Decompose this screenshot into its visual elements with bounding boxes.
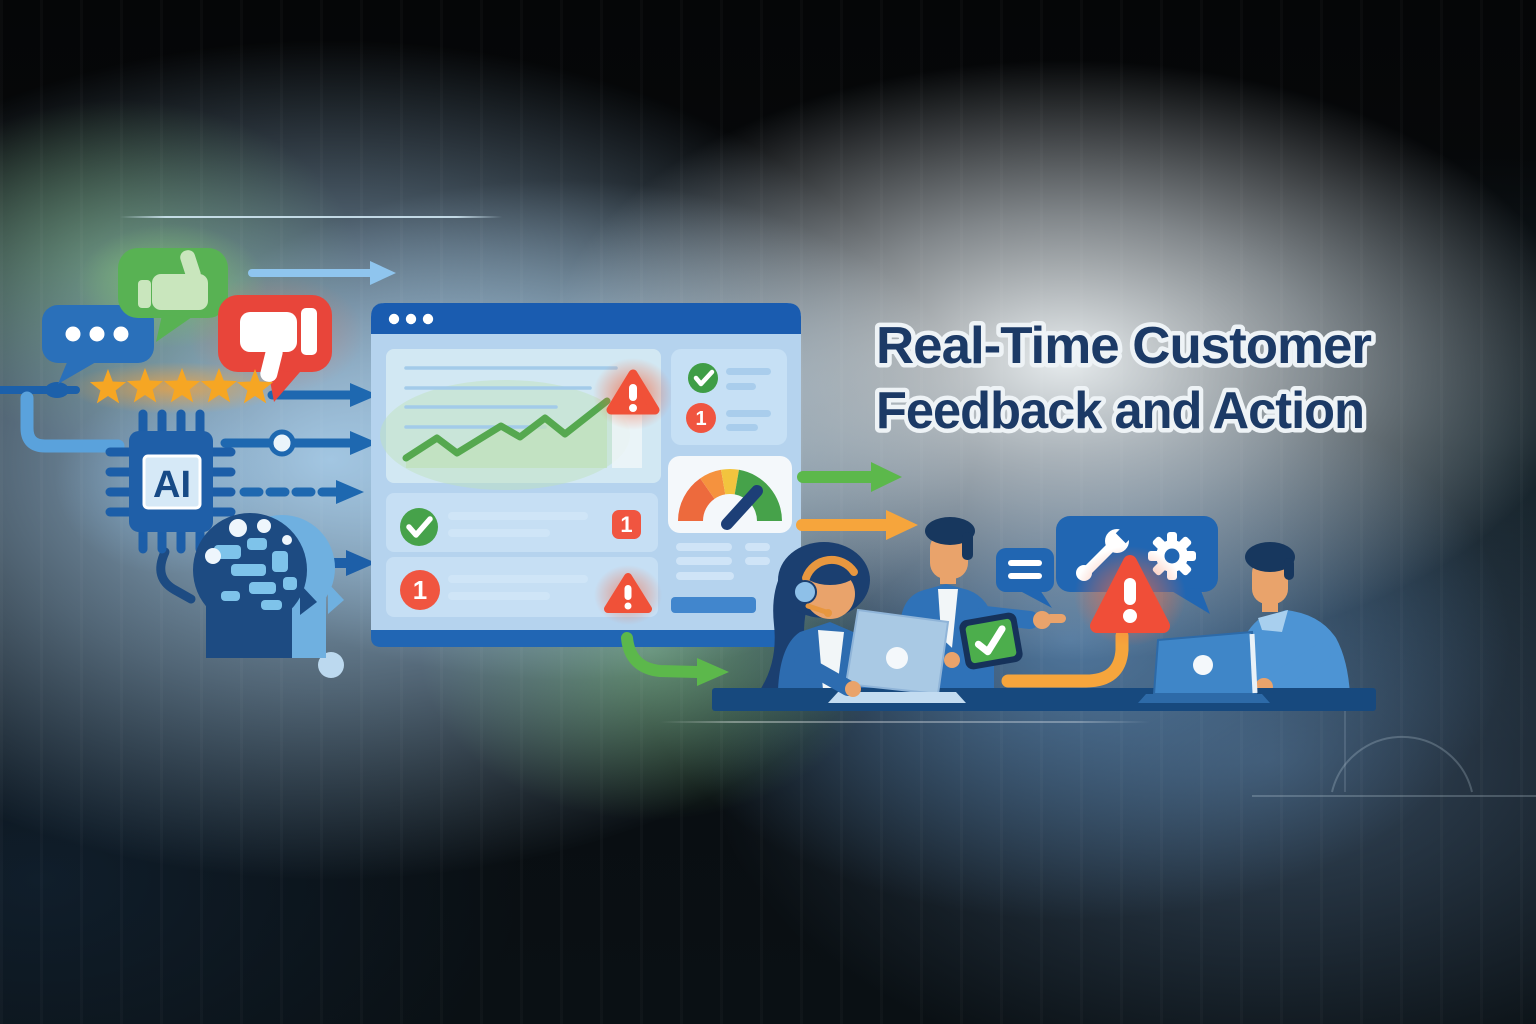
chat-bubble-dots-icon (42, 305, 154, 384)
laptop-base (1138, 694, 1270, 703)
circuit-brain (205, 519, 297, 610)
window-dots-icon (388, 313, 434, 325)
headset-earcup (793, 580, 817, 604)
arrow-with-node (220, 429, 378, 457)
gauge-needle (721, 485, 763, 530)
orange-elbow-connector (1001, 629, 1129, 688)
alert-triangle-icon (606, 369, 660, 415)
window-titlebar (371, 303, 801, 334)
headset-mic-arm (805, 603, 829, 615)
arrow-orange-right (796, 510, 918, 540)
laptop-icon (1138, 630, 1270, 703)
alert-badge-count: 1 (620, 512, 632, 537)
ai-chip-icon: AI (105, 409, 236, 554)
five-star-rating-icon (89, 368, 274, 404)
pointing-hand (1033, 611, 1051, 629)
pointing-finger (1046, 614, 1066, 623)
hook-connector (156, 547, 196, 604)
star-icon (236, 369, 274, 404)
team-scene (712, 516, 1376, 711)
line-bead (45, 382, 69, 398)
arrow-green-curved (621, 632, 729, 686)
gauge-caption-lines (676, 543, 770, 580)
arrow-green-right (797, 462, 902, 492)
feedback-row-negative: 1 (386, 557, 662, 625)
torso-shirt (1232, 610, 1350, 695)
headline-line2: Feedback and Action (876, 382, 1364, 440)
developer-man (1232, 542, 1350, 696)
star-icon (89, 369, 127, 404)
alert-circle-icon (400, 570, 440, 610)
line-chart (402, 397, 611, 462)
window-bottombar (371, 630, 801, 647)
arrow-solid-1 (267, 383, 378, 407)
ai-chip-label: AI (153, 464, 191, 506)
speech-bubble-lines-icon (996, 548, 1054, 608)
output-arrows (621, 462, 918, 686)
headset-mic (824, 609, 832, 617)
check-circle-icon (688, 363, 718, 393)
woman-hand (845, 681, 861, 697)
check-circle-icon (400, 508, 438, 546)
gauge-meter-icon (668, 456, 792, 533)
star-icon (163, 368, 201, 403)
background-dome-sketch (1252, 700, 1536, 797)
alert-triangle-icon (604, 573, 652, 613)
table (712, 688, 1376, 711)
arm (1263, 643, 1331, 693)
feedback-row-positive: 1 (386, 493, 658, 552)
tablet-check-icon (959, 612, 1023, 670)
headset-icon (802, 555, 858, 582)
alert-triangle-icon (1090, 555, 1170, 633)
headline-line1: Real-Time Customer (876, 317, 1372, 375)
holding-hand (944, 652, 960, 668)
alert-count: 1 (413, 575, 427, 605)
alert-count: 1 (695, 408, 706, 430)
pipe-connector (20, 391, 125, 453)
hair (1284, 558, 1294, 580)
thumbs-down-icon (218, 295, 332, 402)
alert-circle-icon (686, 403, 716, 433)
woman-forearm (794, 654, 856, 696)
dashboard-window: 1 (371, 303, 801, 647)
panel-button (671, 597, 756, 613)
laptop-icon (828, 608, 966, 703)
star-icon (126, 368, 164, 403)
connector-lines (0, 261, 396, 678)
thumbs-up-icon (118, 248, 228, 342)
node-dot (268, 429, 296, 457)
summary-panel: 1 (671, 349, 787, 445)
laptop-base (828, 692, 966, 703)
laptop-logo (1193, 655, 1213, 675)
headline: Real-Time Customer Feedback and Action (872, 313, 1378, 445)
star-icon (200, 368, 238, 403)
collar (1258, 610, 1288, 632)
ai-head-circuit-icon (193, 513, 344, 658)
alert-badge (612, 510, 641, 539)
hair (1245, 542, 1295, 572)
chart-panel (380, 349, 673, 490)
hair (962, 532, 973, 560)
bottom-line-dot (318, 652, 344, 678)
arrow-light-blue (248, 261, 396, 285)
laptop-logo (886, 647, 908, 669)
feedback-sources-cluster: AI (0, 224, 396, 678)
chart-area-fill (406, 401, 607, 468)
team-lead-man (900, 517, 1066, 705)
arrow-dashed (239, 480, 364, 504)
chart-gridlines (404, 366, 618, 429)
